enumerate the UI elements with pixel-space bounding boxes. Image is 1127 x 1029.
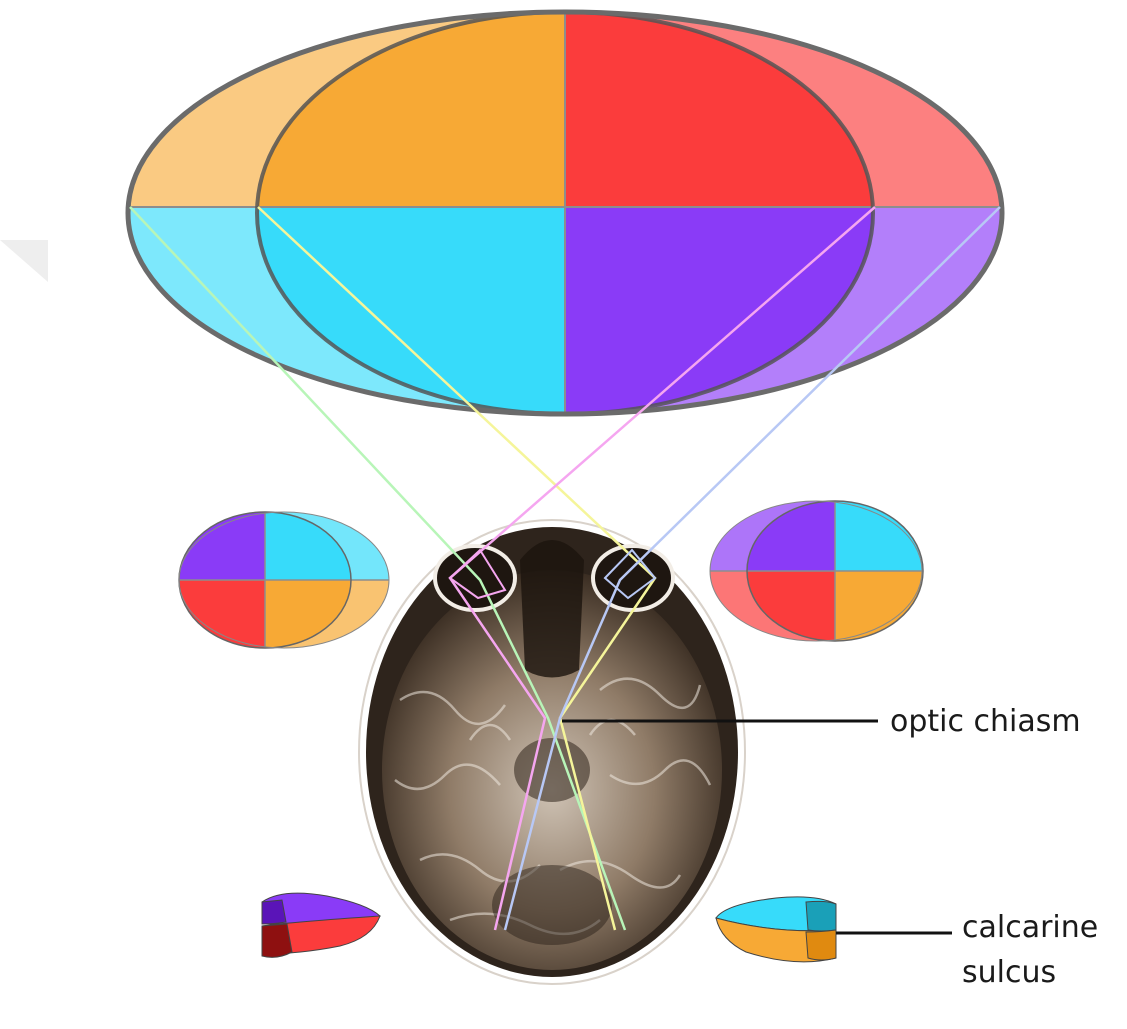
optic-chiasm-label: optic chiasm — [890, 704, 1081, 739]
left-eye-field-icon — [179, 512, 395, 650]
calcarine-label-line1: calcarine — [962, 910, 1098, 945]
calcarine-label-line2: sulcus — [962, 955, 1056, 990]
right-eye-field-icon — [705, 500, 925, 643]
visual-field-diagram — [120, 10, 1010, 417]
left-visual-cortex-icon — [262, 893, 380, 957]
decorative-triangle — [0, 240, 48, 282]
right-visual-cortex-icon — [716, 897, 836, 962]
